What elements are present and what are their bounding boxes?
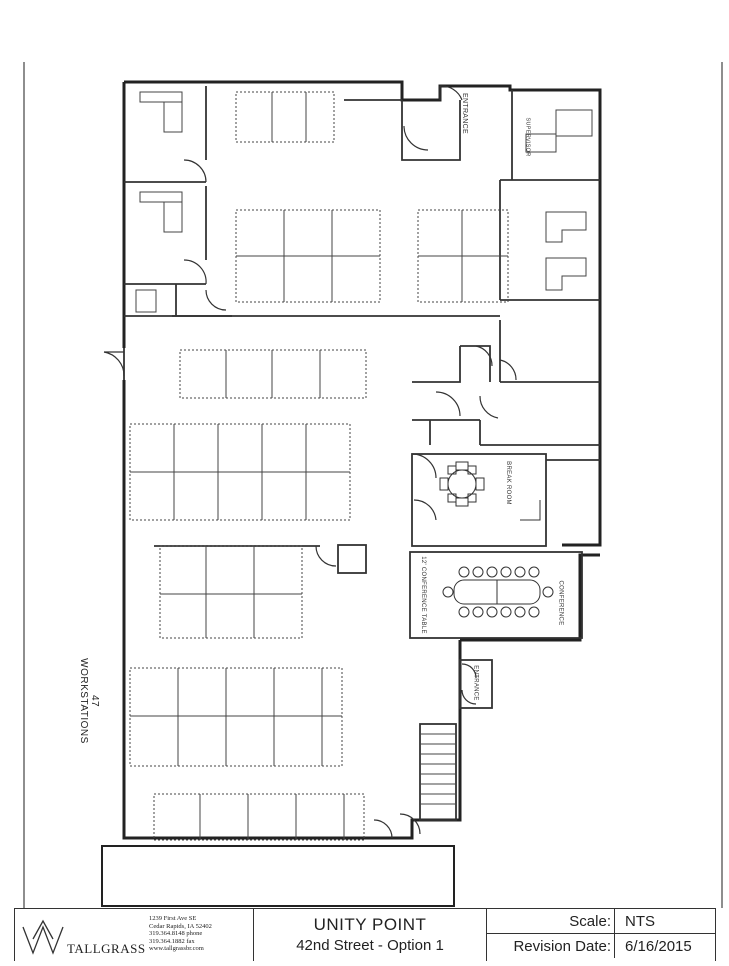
revision-row: Revision Date: 6/16/2015 [487,934,715,958]
label-conference-table: 12' CONFERENCE TABLE [419,556,426,634]
conference-table [442,566,554,618]
company-logo: TALLGRASS [15,909,145,961]
company-address: 1239 First Ave SE Cedar Rapids, IA 52402… [149,915,249,953]
project-info: UNITY POINT 42nd Street - Option 1 [253,909,487,961]
title-block: TALLGRASS 1239 First Ave SE Cedar Rapids… [14,908,716,961]
address-line: www.tallgrassbr.com [149,945,204,952]
stairs [420,733,456,805]
label-supervisor: SUPERVISOR [524,117,531,157]
address-line: Cedar Rapids, IA 52402 [149,922,212,930]
project-name: UNITY POINT [313,915,427,934]
svg-text:TALLGRASS: TALLGRASS [67,941,145,956]
label-entrance-side: ENTRANCE [472,665,479,701]
address-line: 1239 First Ave SE [149,915,197,922]
address-line: 319.364.1882 fax [149,937,195,945]
interior-walls [123,86,600,821]
office-desks [135,91,593,313]
workstation-count: 47 WORKSTATIONS [78,658,100,744]
scale-row: Scale: NTS [487,909,715,934]
label-entrance-top: ENTRANCE [460,93,468,134]
break-table [439,461,541,521]
doors [103,85,517,839]
workstation-pods [129,91,509,841]
scale-label: Scale: [569,913,611,930]
scale-value: NTS [625,913,655,930]
revision-value: 6/16/2015 [625,938,692,955]
label-conference: CONFERENCE [557,580,564,626]
drawing-meta: Scale: NTS Revision Date: 6/16/2015 [487,909,715,961]
address-line: 319.364.8148 phone [149,930,203,937]
label-break-room: BREAK ROOM [504,461,511,505]
revision-label: Revision Date: [513,938,611,955]
exterior-walls [101,80,602,907]
project-option: 42nd Street - Option 1 [296,937,444,954]
